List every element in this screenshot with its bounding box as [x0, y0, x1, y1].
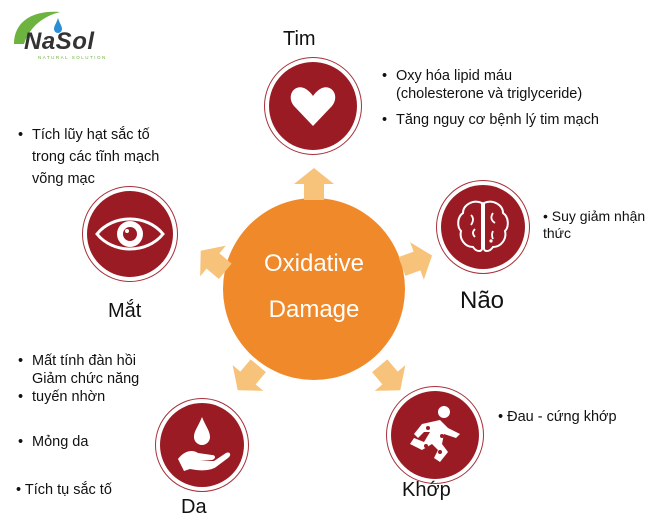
arrow-right-icon: [398, 242, 433, 280]
center-line1: Oxidative: [263, 250, 365, 277]
arrow-down-left-icon: [232, 359, 266, 391]
skin-label: Da: [181, 496, 207, 518]
heart-label: Tim: [283, 28, 316, 50]
nasol-logo: NaSol NATURAL SOLUTION: [8, 8, 118, 63]
arrow-down-right-icon: [372, 359, 406, 391]
water-drop-hand-icon: [178, 417, 231, 471]
skin-bullet-2: tuyến nhờn: [16, 388, 139, 406]
brain-icon: [457, 200, 509, 252]
skin-bullet-3: Mỏng da: [16, 433, 139, 451]
heart-bullet-1: Oxy hóa lipid máu(cholesterone và trigly…: [380, 67, 599, 103]
skin-bullet-4: • Tích tụ sắc tố: [16, 482, 112, 498]
oxidative-damage-center: Oxidative Damage: [223, 198, 405, 380]
heart-node-ring: [264, 57, 362, 155]
joint-label: Khớp: [402, 479, 451, 501]
brain-bullets: • Suy giảm nhận thức: [543, 208, 645, 242]
logo-tagline: NATURAL SOLUTION: [38, 55, 107, 60]
brain-label: Não: [460, 287, 505, 314]
arrow-up-icon: [294, 168, 334, 200]
heart-bullets: Oxy hóa lipid máu(cholesterone và trigly…: [380, 67, 599, 129]
logo-text: NaSol: [24, 28, 95, 55]
joint-bullet-1: • Đau - cứng khớp: [498, 409, 617, 425]
eye-label: Mắt: [108, 300, 142, 322]
brain-bullet-1: • Suy giảm nhận: [543, 208, 646, 224]
heart-icon: [290, 87, 336, 126]
brain-bullet-1b: thức: [543, 225, 572, 241]
heart-bullet-2: Tăng nguy cơ bệnh lý tim mạch: [380, 111, 599, 129]
arrow-left-icon: [200, 245, 232, 279]
running-person-icon: [410, 406, 460, 462]
joint-node-ring: [386, 386, 484, 484]
skin-node-ring: [155, 398, 249, 492]
joint-bullets: • Đau - cứng khớp: [498, 408, 617, 426]
brain-node-ring: [436, 180, 530, 274]
center-line2: Damage: [268, 296, 360, 323]
eye-icon: [95, 217, 165, 251]
leaf-icon: [14, 11, 62, 44]
